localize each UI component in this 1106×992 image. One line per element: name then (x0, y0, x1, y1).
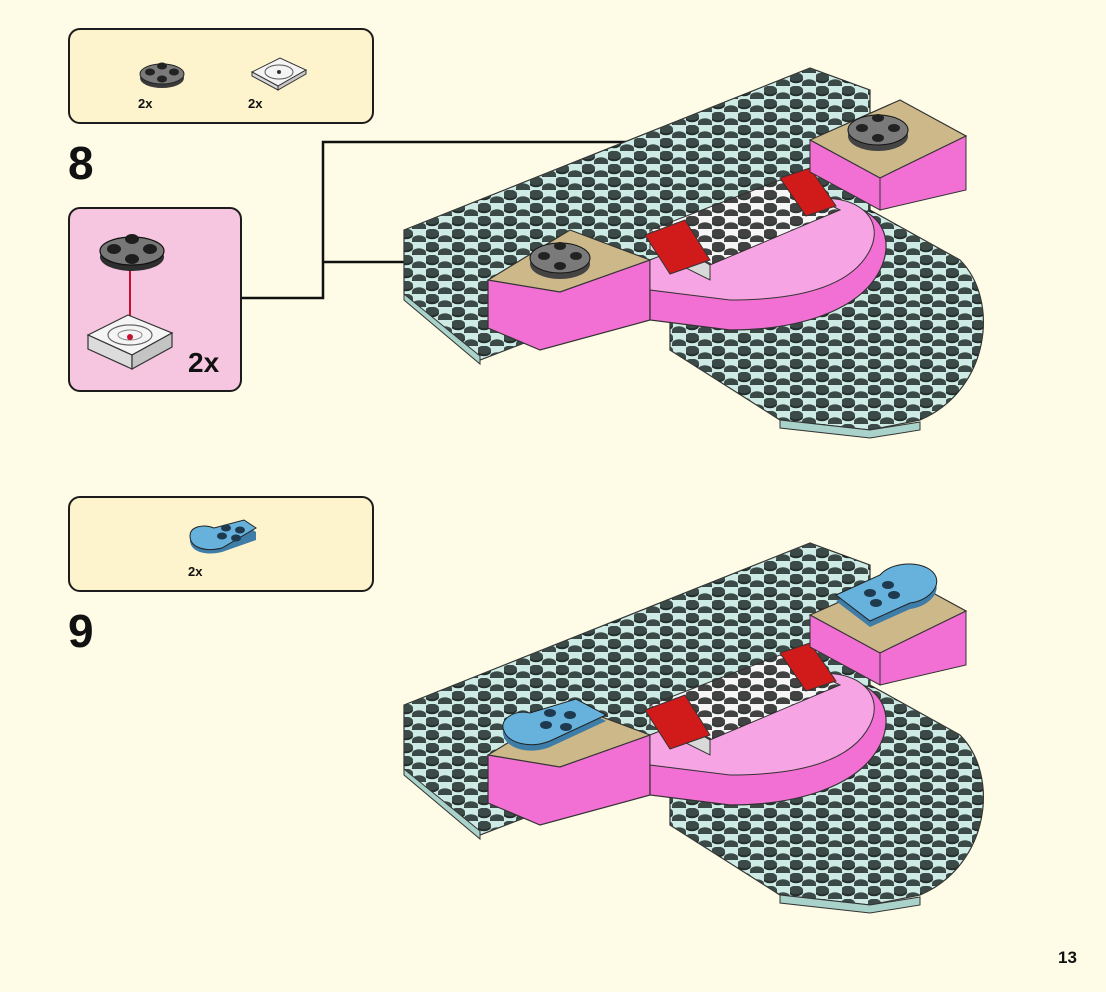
page-number: 13 (1058, 948, 1077, 967)
step-number: 9 (68, 605, 94, 657)
part-qty: 2x (138, 96, 153, 111)
step-8-parts-callout: 2x 2x (68, 28, 374, 124)
subassembly-qty: 2x (188, 347, 220, 378)
subassembly-callout: 2x (68, 207, 242, 392)
step-9-parts-callout: 2x (68, 496, 374, 592)
step-number: 8 (68, 137, 94, 189)
step-8-model-illustration (403, 67, 984, 439)
part-qty: 2x (248, 96, 263, 111)
part-qty: 2x (188, 564, 203, 579)
subassembly-illustration (86, 234, 174, 371)
dark-gray-round-plate-icon (139, 62, 185, 88)
light-blue-rounded-plate-icon (189, 519, 257, 554)
white-turntable-plate-icon (250, 57, 308, 91)
step-9-model-illustration (403, 542, 984, 914)
